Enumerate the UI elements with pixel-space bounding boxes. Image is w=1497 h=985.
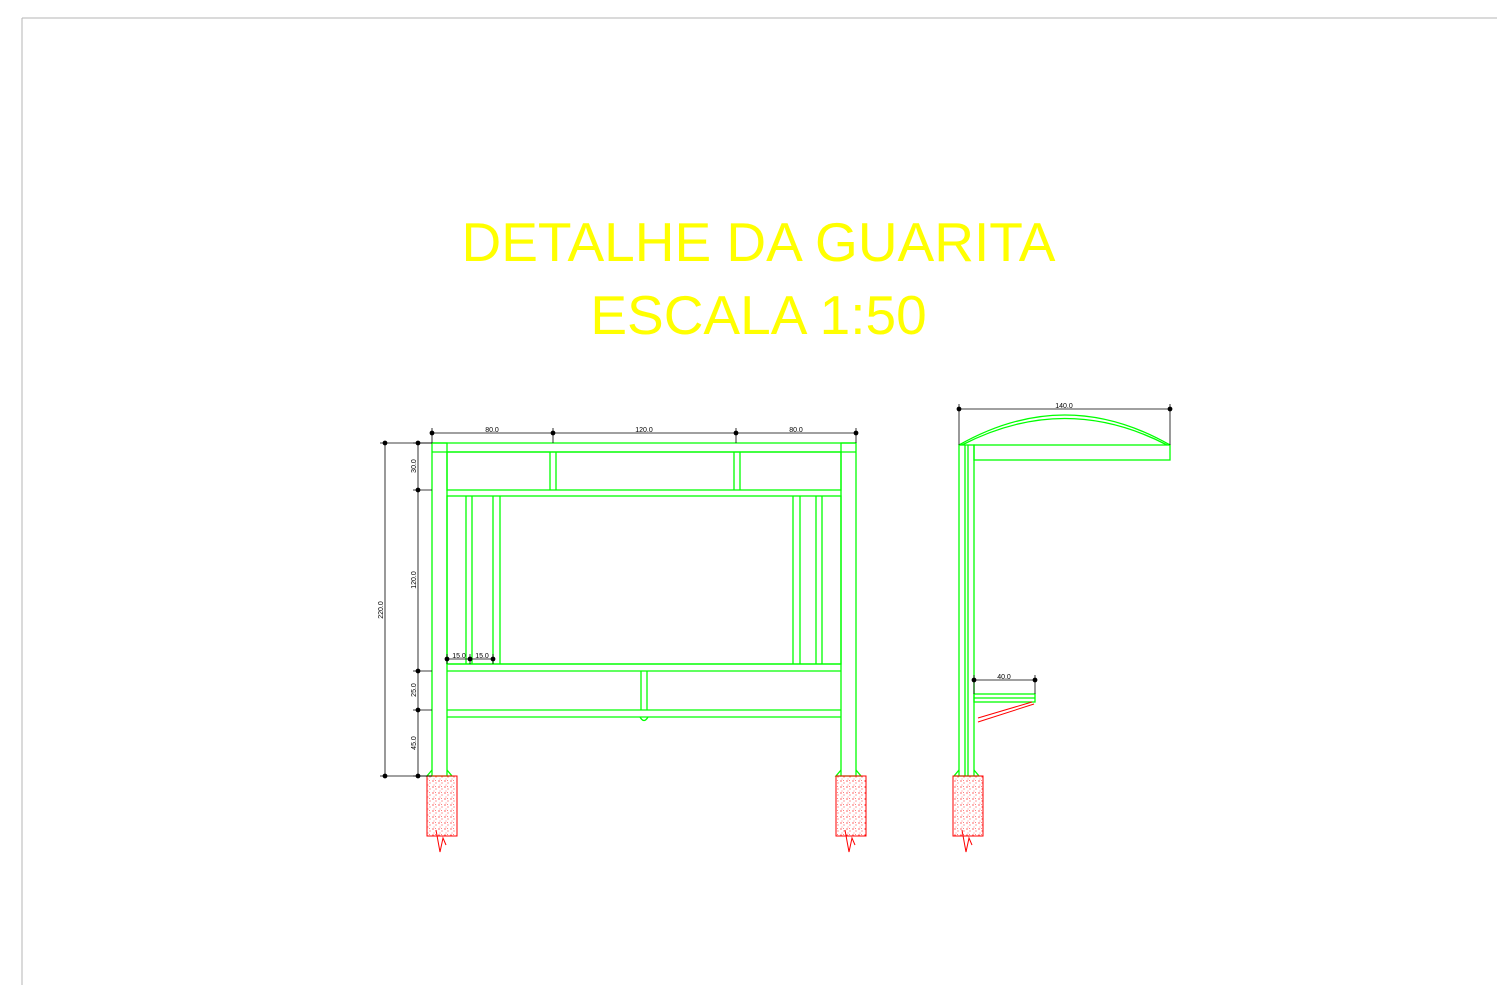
drawing-scale: ESCALA 1:50 xyxy=(590,284,927,346)
dim-bench-depth: 40.0 xyxy=(997,674,1011,681)
dim-total-height: 220.0 xyxy=(378,601,385,619)
dim-left-25: 25.0 xyxy=(411,683,418,697)
front-view-structure xyxy=(425,442,863,777)
dim-top-middle: 120.0 xyxy=(635,427,653,434)
front-dim-left xyxy=(413,440,432,779)
dim-left-45: 45.0 xyxy=(411,736,418,750)
front-footing-left xyxy=(426,775,458,853)
dim-top-left: 80.0 xyxy=(485,427,499,434)
dim-left-120: 120.0 xyxy=(411,571,418,589)
side-dim-roof xyxy=(956,404,1173,445)
drawing-title: DETALHE DA GUARITA xyxy=(461,211,1056,273)
side-bench-bracket xyxy=(977,701,1035,723)
sheet-border xyxy=(21,17,1497,985)
dim-roof-width: 140.0 xyxy=(1055,403,1073,410)
dim-post-a: 15.0 xyxy=(452,653,466,660)
side-footing xyxy=(952,775,984,853)
front-footing-right xyxy=(835,775,867,853)
front-dim-post xyxy=(444,654,496,664)
side-dim-bench xyxy=(971,675,1038,694)
side-view-structure xyxy=(952,414,1171,777)
dim-top-right: 80.0 xyxy=(789,427,803,434)
dim-left-30: 30.0 xyxy=(411,459,418,473)
dim-post-b: 15.0 xyxy=(475,653,489,660)
front-dim-total xyxy=(380,440,432,779)
front-dim-top xyxy=(429,428,859,443)
